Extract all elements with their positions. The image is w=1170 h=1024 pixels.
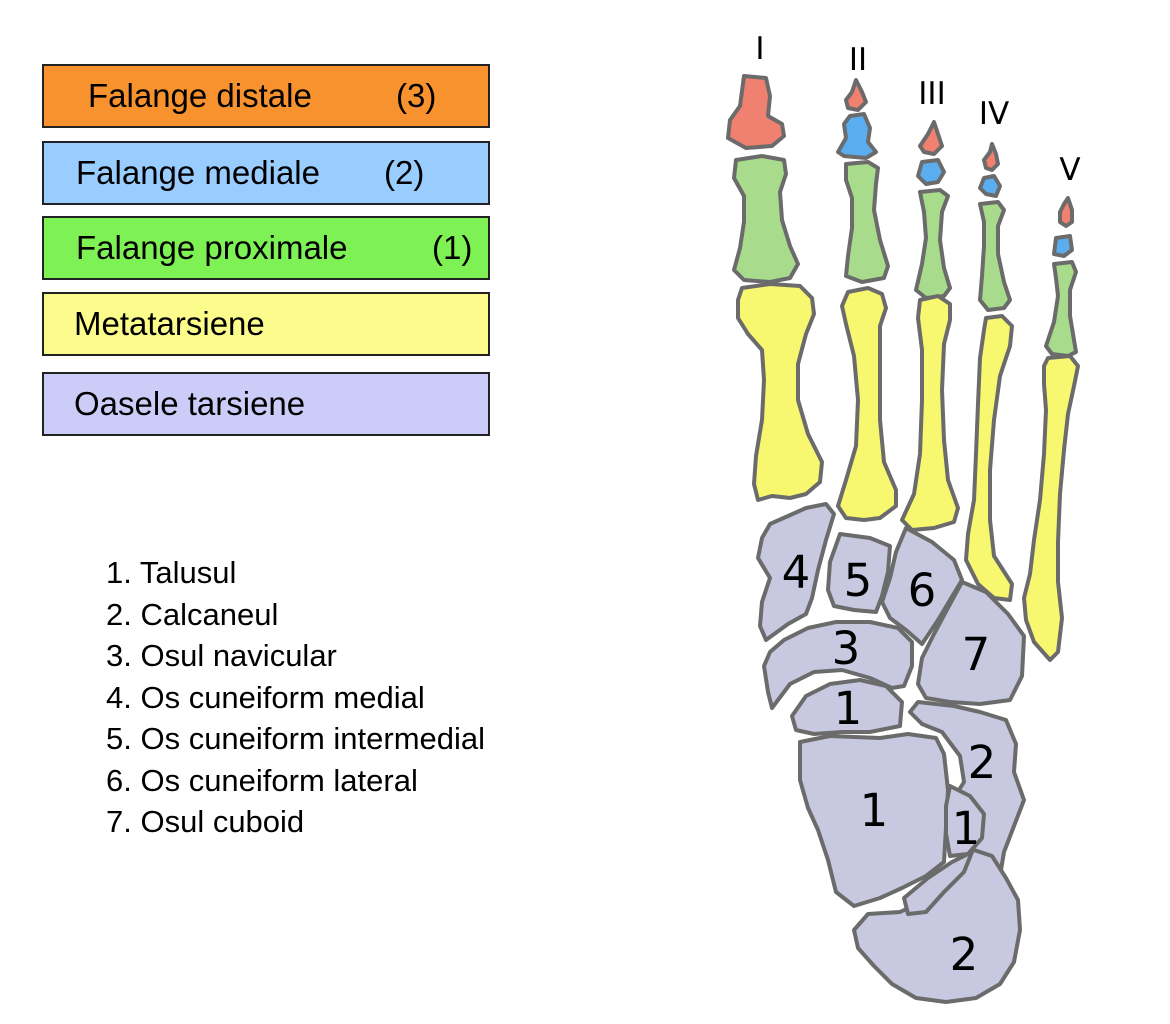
proximal-phalanx-5	[1044, 260, 1078, 358]
legend-distal-label: Falange distale	[88, 77, 312, 114]
legend-tarsals: Oasele tarsiene	[42, 372, 490, 436]
intermediate-cuneiform	[826, 532, 892, 614]
label-lateral-cuneiform: 6	[908, 564, 937, 617]
toe-label-5: V	[1059, 152, 1080, 188]
list-item-lateral-cuneiform: 6. Os cuneiform lateral	[106, 762, 418, 798]
list-item-cuboid: 7. Osul cuboid	[106, 804, 305, 839]
legend-tarsals-label: Oasele tarsiene	[74, 385, 306, 422]
distal-phalanx-3	[918, 120, 944, 156]
label-calcaneus-posterior: 2	[950, 928, 979, 981]
metatarsal-4	[964, 314, 1014, 602]
cuboid	[916, 580, 1026, 706]
metatarsal-2	[836, 286, 898, 522]
proximal-phalanx-3	[914, 188, 952, 300]
legend-distal-phalanges: Falange distale (3)	[42, 64, 490, 128]
legend-proximal-label: Falange proximale	[76, 229, 348, 266]
list-item-talus: 1. Talusul	[106, 555, 237, 590]
legend-middle-count: (2)	[384, 154, 425, 191]
legend-distal-count: (3)	[396, 77, 437, 114]
metatarsal-5	[1022, 354, 1080, 662]
label-medial-cuneiform: 4	[782, 546, 811, 599]
proximal-phalanx-2	[844, 160, 890, 284]
legend-middle-label: Falange mediale	[76, 154, 320, 191]
label-talus-posterior: 1	[952, 802, 981, 855]
talus-body	[798, 732, 950, 908]
label-talus-head: 1	[834, 682, 863, 735]
label-cuboid: 7	[962, 628, 991, 681]
toe-label-3: III	[918, 76, 945, 112]
middle-phalanx-5	[1052, 234, 1074, 258]
talus-posterior-tail	[902, 850, 974, 916]
distal-phalanx-1	[726, 74, 786, 150]
lateral-cuneiform	[880, 526, 964, 646]
label-talus-body: 1	[860, 784, 889, 837]
toe-label-4: IV	[979, 96, 1009, 132]
legend-metatarsals-label: Metatarsiene	[74, 305, 265, 342]
toe-label-2: II	[849, 42, 867, 78]
distal-phalanx-4	[982, 142, 1000, 172]
legend-proximal-count: (1)	[432, 229, 473, 266]
middle-phalanx-3	[916, 158, 946, 186]
list-item-intermediate-cuneiform: 5. Os cuneiform intermedial	[106, 721, 486, 756]
calcaneus-posterior	[852, 848, 1022, 1004]
label-calcaneus-anterior: 2	[968, 736, 997, 789]
toe-label-1: I	[755, 31, 764, 67]
talus-head	[790, 678, 904, 736]
legend-metatarsals: Metatarsiene	[42, 292, 490, 356]
label-navicular: 3	[832, 622, 861, 675]
proximal-phalanx-1	[732, 154, 800, 284]
list-item-medial-cuneiform: 4. Os cuneiform medial	[106, 679, 425, 715]
label-intermediate-cuneiform: 5	[844, 554, 873, 607]
metatarsal-3	[900, 294, 960, 532]
distal-phalanx-2	[844, 78, 868, 112]
middle-phalanx-2	[836, 112, 878, 160]
middle-phalanx-4	[978, 174, 1002, 198]
proximal-phalanx-4	[978, 200, 1012, 312]
legend-proximal-phalanges: Falange proximale (1)	[42, 216, 490, 280]
medial-cuneiform	[756, 502, 836, 642]
list-item-navicular: 3. Osul navicular	[106, 638, 337, 673]
metatarsal-1	[736, 282, 824, 502]
legend-middle-phalanges: Falange mediale (2)	[42, 141, 490, 205]
bones-numbered-list: 1. Talusul 2. Calcaneul 3. Osul navicula…	[106, 552, 485, 843]
distal-phalanx-5	[1058, 196, 1074, 228]
list-item-calcaneus: 2. Calcaneul	[106, 596, 279, 632]
